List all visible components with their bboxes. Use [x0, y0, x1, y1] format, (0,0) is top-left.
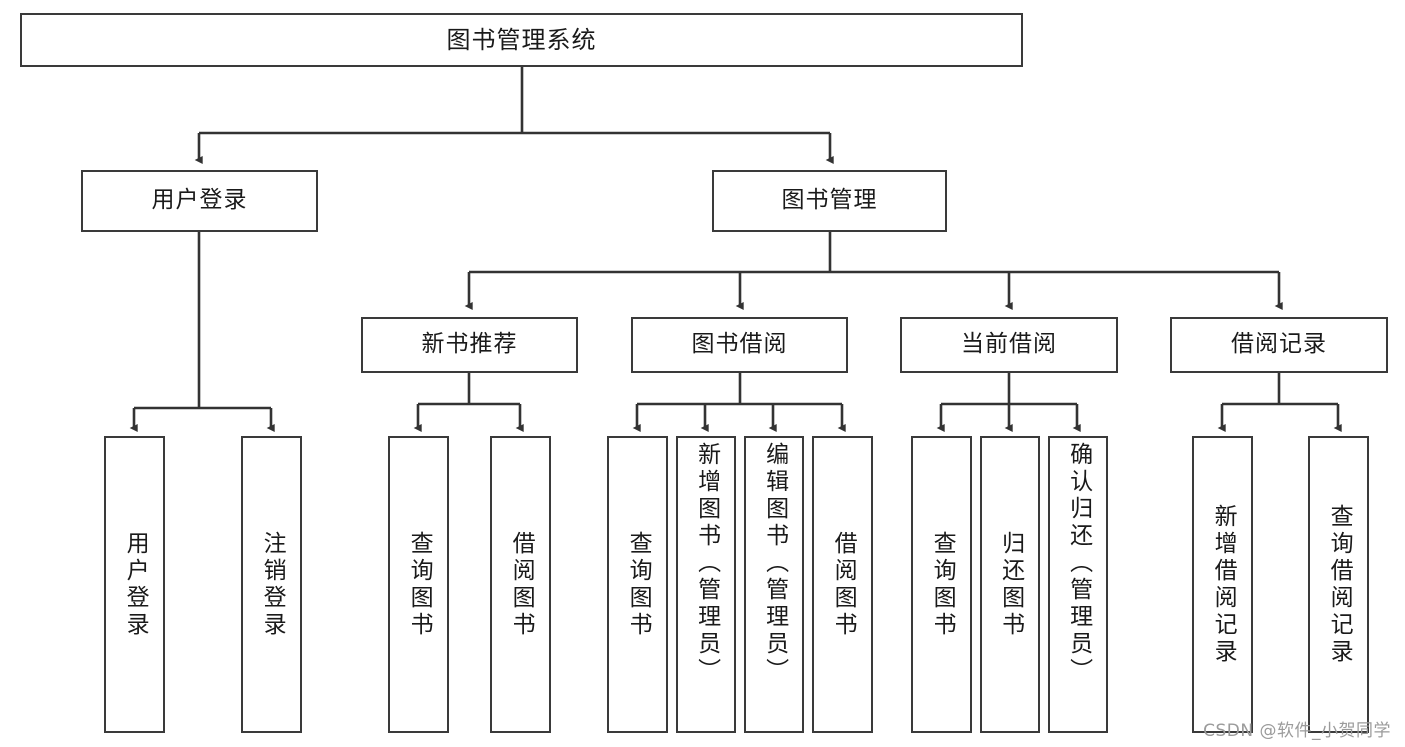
leaf-borrow-record-add-record[interactable]: 新增借阅记录	[1192, 436, 1253, 733]
vertical-text-wrap: 查询图书	[609, 438, 666, 731]
watermark-text: CSDN @软件_小贺同学	[1203, 721, 1391, 741]
vertical-text-wrap: 查询借阅记录	[1310, 438, 1367, 731]
vertical-text-wrap: 借阅图书	[814, 438, 871, 731]
node-label: 图书管理	[781, 187, 878, 214]
node-label: 用户登录	[151, 187, 248, 214]
leaf-current-borrow-query-book[interactable]: 查询图书	[911, 436, 972, 733]
leaf-current-borrow-confirm-return-admin[interactable]: 确认归还（管理员）	[1048, 436, 1108, 733]
node-label: 借阅记录	[1231, 331, 1327, 358]
leaf-user-login-logout[interactable]: 注销登录	[241, 436, 302, 733]
vertical-text-wrap: 查询图书	[913, 438, 970, 731]
leaf-book-borrow-borrow-book[interactable]: 借阅图书	[812, 436, 873, 733]
node-label: 借阅图书	[508, 530, 535, 639]
node-label: 归还图书	[997, 530, 1024, 639]
node-user-login[interactable]: 用户登录	[81, 170, 318, 232]
leaf-user-login-do-login[interactable]: 用户登录	[104, 436, 165, 733]
vertical-text-wrap: 用户登录	[106, 438, 163, 731]
node-label: 确认归还（管理员）	[1065, 442, 1092, 685]
leaf-borrow-record-query-record[interactable]: 查询借阅记录	[1308, 436, 1369, 733]
node-label: 查询借阅记录	[1326, 503, 1353, 666]
node-label: 新增借阅记录	[1210, 503, 1237, 666]
leaf-current-borrow-return-book[interactable]: 归还图书	[980, 436, 1040, 733]
node-label: 当前借阅	[961, 331, 1057, 358]
node-label: 注销登录	[259, 530, 286, 639]
node-new-book-recommend[interactable]: 新书推荐	[361, 317, 578, 373]
node-root-book-management-system[interactable]: 图书管理系统	[20, 13, 1023, 67]
vertical-text-wrap: 注销登录	[243, 438, 300, 731]
node-book-borrow[interactable]: 图书借阅	[631, 317, 848, 373]
leaf-book-borrow-edit-book-admin[interactable]: 编辑图书（管理员）	[744, 436, 804, 733]
node-label: 编辑图书（管理员）	[761, 442, 788, 685]
node-label: 用户登录	[122, 530, 149, 639]
node-label: 图书借阅	[691, 331, 788, 358]
node-borrow-record[interactable]: 借阅记录	[1170, 317, 1388, 373]
node-label: 新书推荐	[421, 331, 518, 358]
leaf-book-borrow-add-book-admin[interactable]: 新增图书（管理员）	[676, 436, 736, 733]
leaf-new-book-borrow-book[interactable]: 借阅图书	[490, 436, 551, 733]
node-label: 借阅图书	[830, 530, 857, 639]
node-label: 查询图书	[406, 530, 433, 639]
node-label: 查询图书	[929, 530, 956, 639]
vertical-text-wrap: 归还图书	[982, 438, 1038, 731]
vertical-text-wrap: 查询图书	[390, 438, 447, 731]
node-current-borrow[interactable]: 当前借阅	[900, 317, 1118, 373]
vertical-text-wrap: 借阅图书	[492, 438, 549, 731]
node-label: 新增图书（管理员）	[693, 442, 720, 685]
vertical-text-wrap: 新增图书（管理员）	[678, 438, 734, 735]
leaf-book-borrow-query-book[interactable]: 查询图书	[607, 436, 668, 733]
node-book-management[interactable]: 图书管理	[712, 170, 947, 232]
vertical-text-wrap: 确认归还（管理员）	[1050, 438, 1106, 735]
leaf-new-book-query-book[interactable]: 查询图书	[388, 436, 449, 733]
node-label: 查询图书	[625, 530, 652, 639]
vertical-text-wrap: 编辑图书（管理员）	[746, 438, 802, 735]
vertical-text-wrap: 新增借阅记录	[1194, 438, 1251, 731]
node-label: 图书管理系统	[446, 25, 597, 54]
